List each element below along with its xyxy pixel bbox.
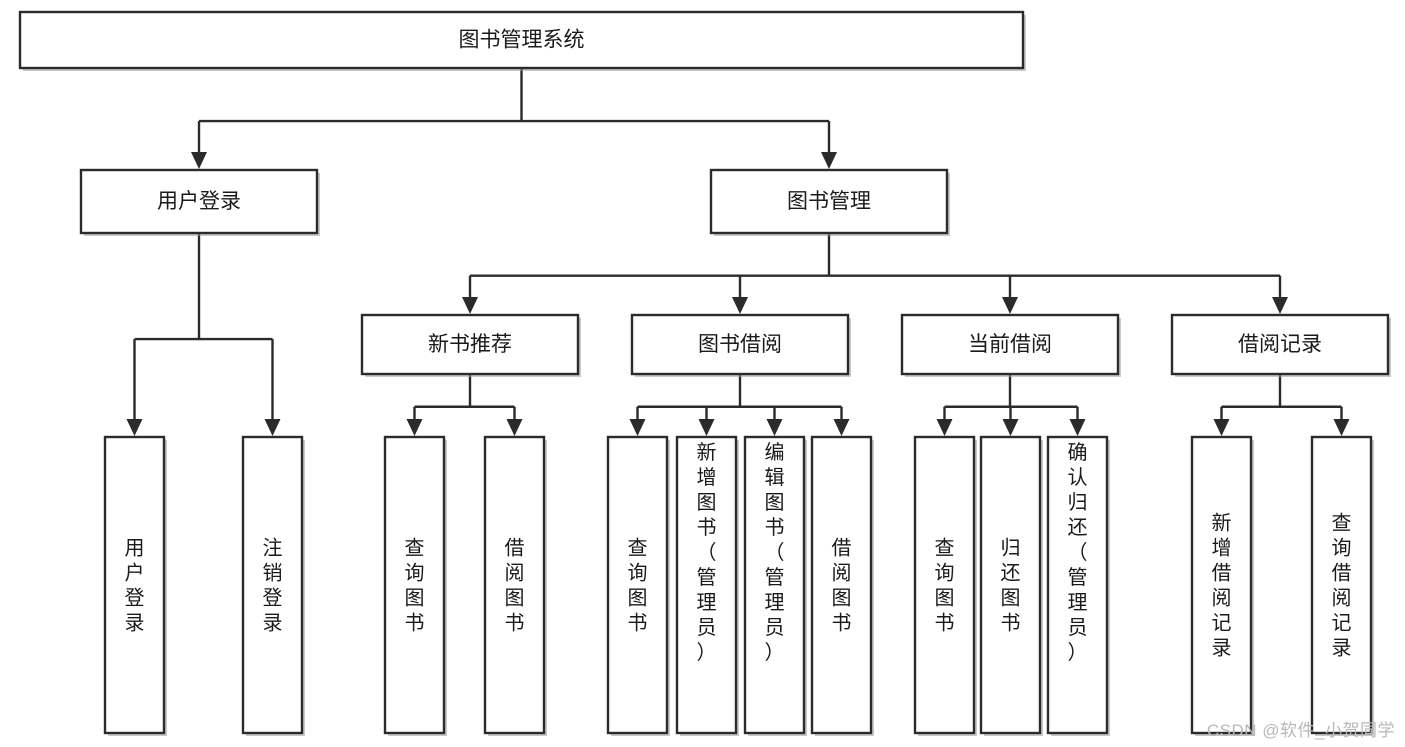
node-label: 查询图书 (935, 537, 955, 635)
edge-group-root (191, 68, 837, 169)
node-label: 查询图书 (628, 537, 648, 635)
node-label: 新增图书（管理员） (697, 441, 717, 664)
edge-group-borrow-record (1213, 374, 1350, 436)
node-current-borrow[interactable]: 当前借阅 (900, 313, 1121, 377)
node-label: 查询图书 (405, 537, 425, 635)
edge-group-book-manage (462, 233, 1288, 314)
node-box (1170, 313, 1390, 376)
node-user-login[interactable]: 用户登录 (79, 168, 320, 236)
node-leaf-logout[interactable]: 注销登录 (241, 435, 305, 736)
node-label: 图书管理系统 (459, 29, 585, 52)
node-box (79, 168, 319, 235)
node-book-borrow[interactable]: 图书借阅 (630, 313, 851, 377)
node-leaf-confirm-return-admin[interactable]: 确认归还（管理员） (1046, 435, 1110, 736)
node-root[interactable]: 图书管理系统 (18, 10, 1026, 71)
connectors-layer (126, 68, 1350, 436)
node-label: 用户登录 (125, 538, 145, 635)
node-leaf-add-borrow-record[interactable]: 新增借阅记录 (1190, 435, 1254, 736)
node-leaf-return-book[interactable]: 归还图书 (979, 435, 1043, 736)
edge-group-book-borrow (629, 374, 850, 436)
node-leaf-borrow-book[interactable]: 借阅图书 (810, 435, 874, 736)
node-box (383, 435, 446, 735)
node-box (913, 435, 976, 735)
node-label: 借阅图书 (505, 537, 525, 635)
node-box (743, 435, 806, 735)
node-box (900, 313, 1120, 376)
node-leaf-query-book[interactable]: 查询图书 (606, 435, 670, 736)
node-label: 查询借阅记录 (1332, 512, 1352, 660)
node-leaf-query-book-recommend[interactable]: 查询图书 (383, 435, 447, 736)
node-borrow-record[interactable]: 借阅记录 (1170, 313, 1391, 377)
node-box (483, 435, 546, 735)
edge-group-current-borrow (936, 374, 1086, 436)
node-label: 图书借阅 (698, 333, 782, 356)
node-box (630, 313, 850, 376)
node-box (709, 168, 949, 235)
node-label: 新书推荐 (428, 333, 512, 356)
node-leaf-query-book-current[interactable]: 查询图书 (913, 435, 977, 736)
node-box (1046, 435, 1109, 735)
node-leaf-borrow-book-recommend[interactable]: 借阅图书 (483, 435, 547, 736)
nodes-layer: 图书管理系统用户登录图书管理新书推荐图书借阅当前借阅借阅记录用户登录注销登录查询… (18, 10, 1391, 736)
node-box (675, 435, 738, 735)
node-new-book-recommend[interactable]: 新书推荐 (360, 313, 581, 377)
node-label: 借阅图书 (832, 537, 852, 635)
node-book-manage[interactable]: 图书管理 (709, 168, 950, 236)
node-label: 编辑图书（管理员） (765, 441, 785, 664)
node-label: 图书管理 (787, 190, 871, 213)
node-box (103, 435, 166, 735)
node-box (1190, 435, 1253, 735)
node-box (606, 435, 669, 735)
node-label: 确认归还（管理员） (1068, 441, 1088, 664)
node-leaf-edit-book-admin[interactable]: 编辑图书（管理员） (743, 435, 807, 736)
node-label: 用户登录 (157, 190, 241, 213)
node-box (1310, 435, 1373, 735)
node-box (810, 435, 873, 735)
edge-group-user-login (126, 233, 281, 436)
node-label: 归还图书 (1001, 537, 1021, 635)
node-leaf-user-login[interactable]: 用户登录 (103, 435, 167, 736)
node-label: 借阅记录 (1238, 333, 1322, 356)
node-leaf-query-borrow-record[interactable]: 查询借阅记录 (1310, 435, 1374, 736)
edge-group-new-book-recommend (406, 374, 523, 436)
node-label: 当前借阅 (968, 333, 1052, 356)
node-leaf-add-book-admin[interactable]: 新增图书（管理员） (675, 435, 739, 736)
node-box (360, 313, 580, 376)
node-label: 注销登录 (263, 537, 283, 635)
csdn-watermark: CSDN @软件_小贺同学 (1206, 721, 1395, 740)
node-label: 新增借阅记录 (1212, 512, 1232, 660)
node-box (241, 435, 304, 735)
node-box (18, 10, 1025, 70)
node-box (979, 435, 1042, 735)
